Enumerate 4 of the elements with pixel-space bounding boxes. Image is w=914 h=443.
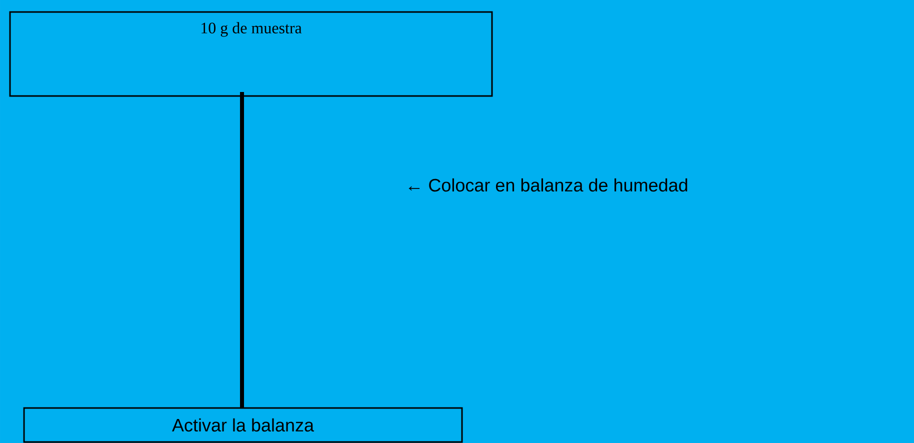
process-box: 10 g de muestra xyxy=(9,11,493,97)
note-text: ← Colocar en balanza de humedad xyxy=(408,178,688,192)
process-box: Activar la balanza xyxy=(23,407,463,443)
connector-line xyxy=(240,92,244,408)
